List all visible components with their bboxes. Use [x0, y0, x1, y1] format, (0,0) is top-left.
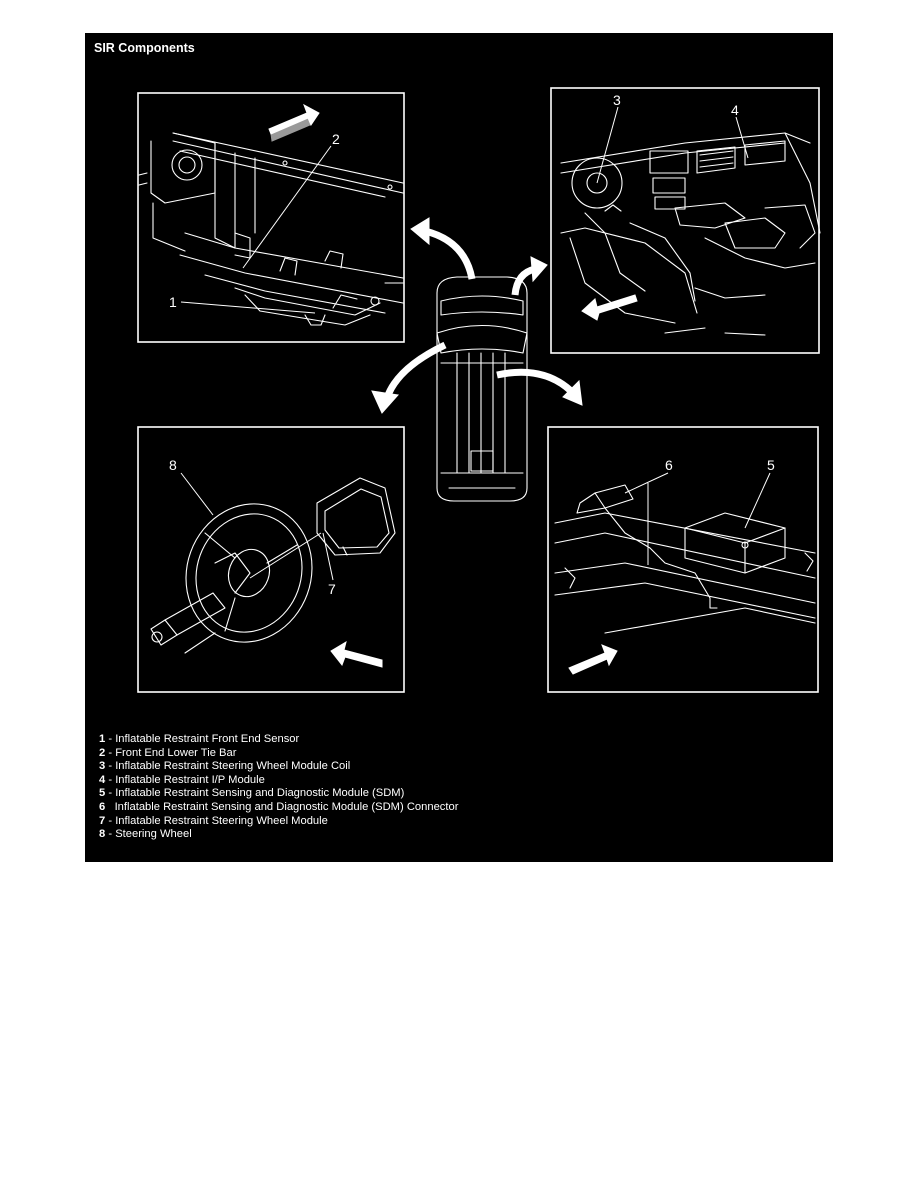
diagram-figure: SIR Components: [85, 33, 833, 862]
diagram-canvas: 2 1: [137, 87, 821, 693]
legend-item: 6 Inflatable Restraint Sensing and Diagn…: [99, 801, 458, 815]
leader-line-6: [624, 472, 669, 494]
front-end-illustration: [138, 132, 404, 326]
callout-7: 7: [328, 581, 336, 597]
legend-number: 3: [99, 760, 106, 773]
panel-steering-wheel: 8 7: [137, 426, 405, 693]
vehicle-top-view: [436, 276, 528, 502]
legend-item: 8 - Steering Wheel: [99, 828, 192, 841]
callout-4: 4: [731, 102, 739, 118]
legend-number: 4: [99, 773, 106, 786]
pointer-arrow-instrument-panel: [511, 256, 548, 296]
panel-steering-wheel-frame: [137, 426, 405, 693]
callout-1: 1: [169, 294, 177, 310]
panel-sdm: 6 5: [547, 426, 819, 693]
legend-number: 8: [99, 828, 106, 841]
leader-line-1: [180, 301, 316, 314]
leader-line-3: [596, 106, 619, 184]
figure-title: SIR Components: [94, 41, 195, 55]
steering-wheel-illustration: [150, 477, 396, 654]
leader-line-5: [744, 472, 771, 529]
callout-8: 8: [169, 457, 177, 473]
legend-item: 2 - Front End Lower Tie Bar: [99, 746, 237, 759]
view-direction-arrow: [330, 640, 383, 668]
legend-text: Inflatable Restraint Front End Sensor: [115, 733, 300, 745]
legend-item: 5 - Inflatable Restraint Sensing and Dia…: [99, 787, 405, 800]
view-direction-arrow: [581, 294, 638, 321]
legend-number: 1: [99, 733, 106, 745]
legend-number: 2: [99, 746, 106, 759]
panel-instrument-panel: 3 4: [550, 87, 821, 354]
callout-5: 5: [767, 457, 775, 473]
legend-text: Inflatable Restraint Sensing and Diagnos…: [115, 787, 405, 800]
legend-text: Front End Lower Tie Bar: [115, 746, 237, 759]
pointer-arrow-sdm: [496, 368, 583, 406]
legend-item: 3 - Inflatable Restraint Steering Wheel …: [99, 760, 351, 773]
view-direction-arrow: [568, 644, 618, 675]
component-legend: 1 - Inflatable Restraint Front End Senso…: [99, 733, 458, 842]
callout-3: 3: [613, 92, 621, 108]
pointer-arrow-steering-wheel: [371, 341, 447, 414]
legend-item: 4 - Inflatable Restraint I/P Module: [99, 773, 265, 786]
legend-number: 5: [99, 787, 106, 800]
legend-number: 6: [99, 800, 106, 813]
callout-2: 2: [332, 131, 340, 147]
leader-line-2: [242, 145, 332, 269]
leader-line-8: [180, 472, 214, 516]
pointer-arrow-front-end: [410, 217, 476, 280]
callout-6: 6: [665, 457, 673, 473]
legend-text: Inflatable Restraint Steering Wheel Modu…: [115, 760, 351, 773]
legend-text: Steering Wheel: [115, 828, 192, 841]
legend-text: Inflatable Restraint I/P Module: [115, 773, 265, 786]
legend-item: 7 - Inflatable Restraint Steering Wheel …: [99, 814, 328, 827]
panel-sdm-frame: [547, 426, 819, 693]
leader-line-7: [322, 532, 334, 581]
sdm-illustration: [554, 484, 816, 634]
legend-text: Inflatable Restraint Sensing and Diagnos…: [114, 800, 459, 813]
panel-front-end: 2 1: [137, 92, 405, 343]
legend-item: 1 - Inflatable Restraint Front End Senso…: [99, 733, 300, 745]
legend-number: 7: [99, 814, 106, 827]
leader-line-4: [735, 116, 749, 159]
instrument-panel-illustration: [560, 132, 821, 336]
legend-text: Inflatable Restraint Steering Wheel Modu…: [115, 814, 328, 827]
